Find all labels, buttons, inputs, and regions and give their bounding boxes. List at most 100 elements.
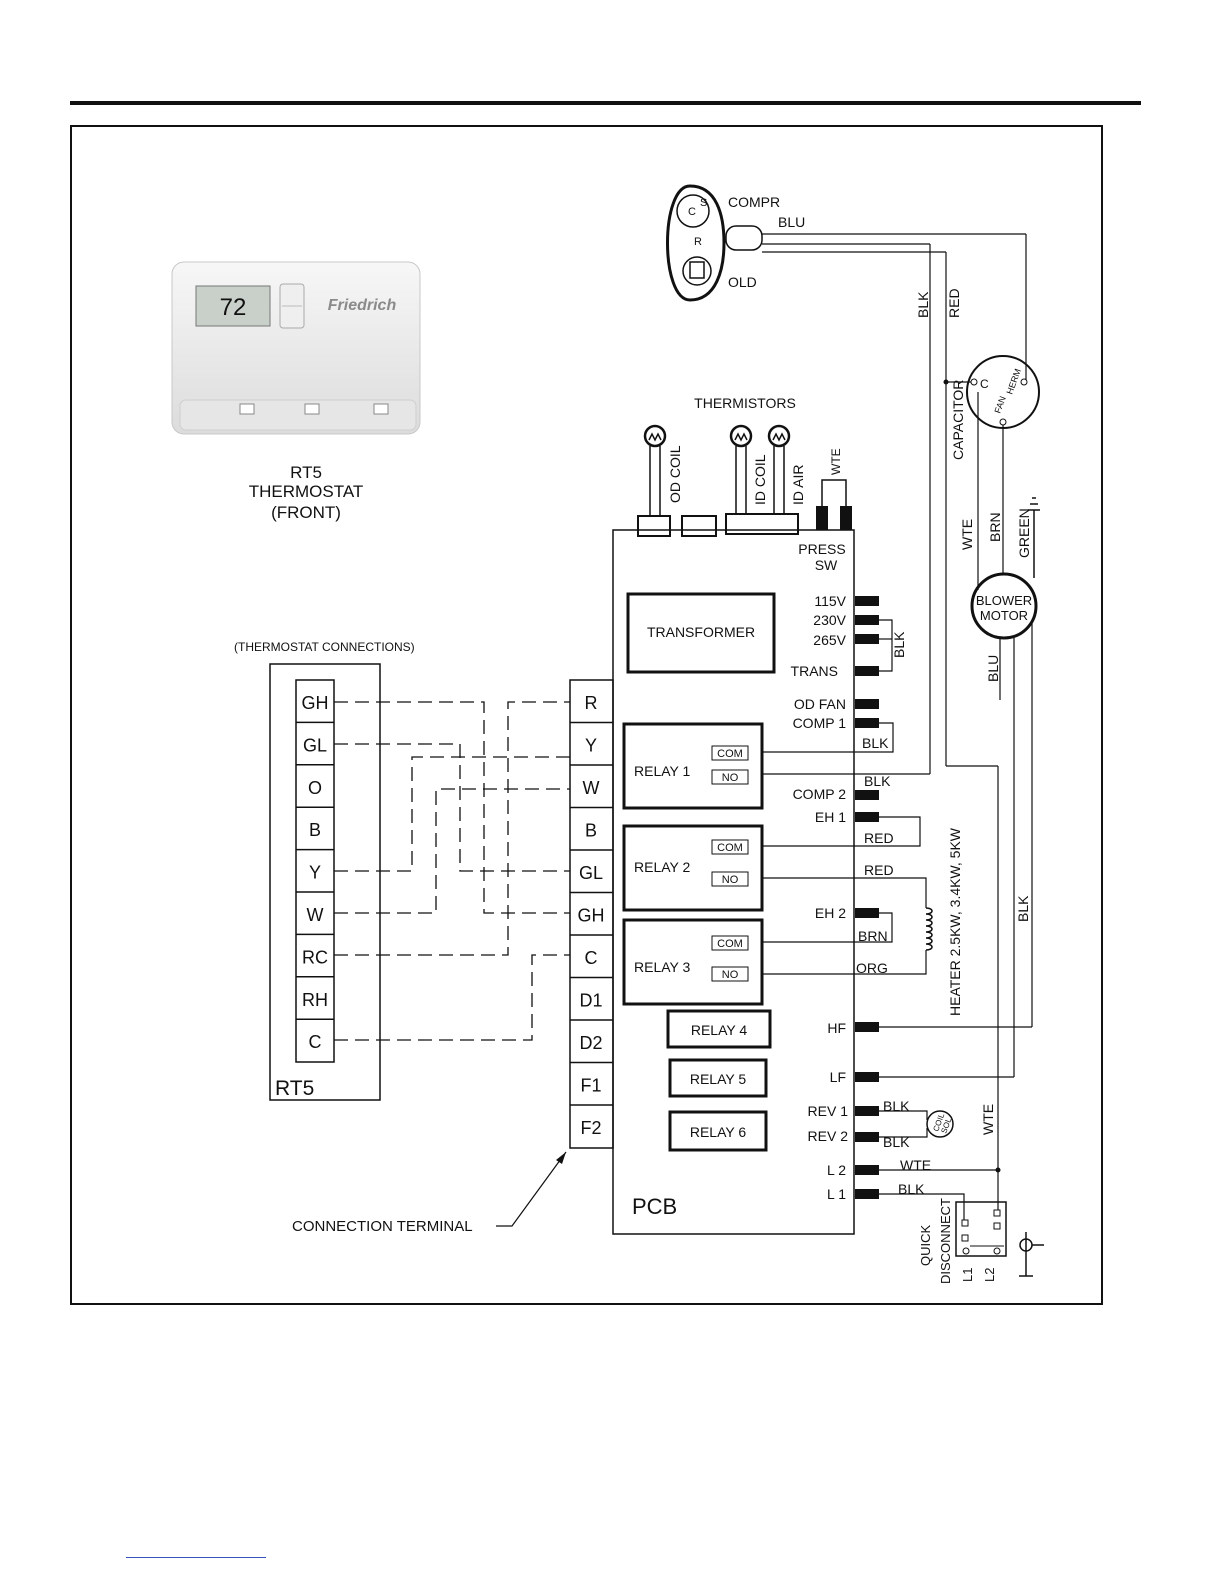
relay-6: RELAY 6: [668, 1110, 768, 1152]
pin-265v-label: 265V: [813, 632, 846, 648]
pin-trans-label: TRANS: [791, 663, 838, 679]
power-wiring: [496, 233, 1033, 1227]
brand-logo: Friedrich: [328, 297, 397, 314]
pcb-pin-labels: PRESS SW 115V 230V 265V TRANS OD FAN COM…: [791, 541, 849, 1202]
pin-eh1-label: EH 1: [815, 809, 846, 825]
coil-solenoid: COIL SOL: [926, 1110, 954, 1138]
thermostat-switch-auto[interactable]: [373, 403, 389, 415]
junction-dot-l2: [995, 1167, 1001, 1173]
header-rule: [70, 101, 1141, 105]
compressor: C S R: [666, 184, 763, 302]
pin-115v: [855, 596, 879, 606]
thermostat-switch-fan[interactable]: [239, 403, 255, 415]
pcb-terminal-f2: F2: [580, 1118, 601, 1138]
relay-1-label: RELAY 1: [634, 763, 691, 779]
pcb-terminal-y: Y: [585, 736, 597, 756]
compressor-pin-r: R: [694, 236, 702, 248]
quick-disconnect: [955, 1201, 1007, 1257]
wire-blk-trans: BLK: [891, 631, 907, 658]
relay-3-no: NO: [722, 969, 739, 981]
heater-coil: [925, 907, 933, 951]
pin-l1-label: L 1: [827, 1186, 846, 1202]
ground-symbol-bottom: [1019, 1232, 1044, 1277]
press-sw-label-1: PRESS: [798, 541, 845, 557]
pcb-terminal-r: R: [585, 693, 598, 713]
pcb-label: PCB: [632, 1194, 677, 1219]
quick-disconnect-label-1: QUICK: [918, 1225, 933, 1267]
thermistors-title: THERMISTORS: [694, 395, 796, 411]
pcb-terminal-gl: GL: [579, 863, 603, 883]
quick-disconnect-label-2: DISCONNECT: [938, 1198, 953, 1284]
relay-2-label: RELAY 2: [634, 859, 691, 875]
press-sw-pin-2: [840, 506, 852, 530]
thermostat-title-2: THERMOSTAT: [249, 482, 364, 501]
od-coil-thermistor: [643, 424, 667, 448]
id-coil-thermistor: [729, 424, 753, 448]
pin-l2: [855, 1165, 879, 1175]
od-coil-label: OD COIL: [667, 445, 683, 503]
pin-od-fan-label: OD FAN: [794, 696, 846, 712]
thermostat-switch-mode[interactable]: [304, 403, 320, 415]
pin-eh2: [855, 908, 879, 918]
pin-comp2-label: COMP 2: [793, 786, 847, 802]
wire-org-relay3: ORG: [856, 960, 888, 976]
relay-3-label: RELAY 3: [634, 959, 691, 975]
capacitor-label: CAPACITOR: [950, 380, 966, 460]
pcb-terminal-d2: D2: [579, 1033, 602, 1053]
relay-1-com: COM: [717, 748, 743, 760]
id-air-label: ID AIR: [790, 465, 806, 505]
relay-2-no: NO: [722, 874, 739, 886]
relay-5-label: RELAY 5: [690, 1071, 747, 1087]
rt5-terminal-c: C: [309, 1032, 322, 1052]
pin-rev1: [855, 1106, 879, 1116]
rt5-terminal-rc: RC: [302, 947, 328, 967]
pin-rev2: [855, 1132, 879, 1142]
connection-terminal-label: CONNECTION TERMINAL: [292, 1218, 473, 1235]
relay-4-label: RELAY 4: [691, 1022, 748, 1038]
wire-brn-eh2: BRN: [858, 928, 888, 944]
blower-motor: BLOWER MOTOR: [970, 572, 1038, 640]
heater-label: HEATER 2.5KW, 3.4KW, 5KW: [947, 827, 963, 1016]
relay-5: RELAY 5: [668, 1058, 768, 1098]
rt5-terminal-b: B: [309, 820, 321, 840]
id-sensor-connector: [725, 513, 799, 535]
wire-red-relay2: RED: [864, 862, 894, 878]
wire-blk-comp1: BLK: [862, 735, 889, 751]
pin-230v-label: 230V: [813, 612, 846, 628]
rt5-block-label: RT5: [275, 1077, 314, 1100]
blower-label-2: MOTOR: [980, 608, 1028, 623]
pin-230v: [855, 615, 879, 625]
wire-blk-rev1: BLK: [883, 1098, 910, 1114]
pin-l1: [855, 1189, 879, 1199]
wire-blu-lf: BLU: [985, 655, 1001, 682]
blower-label-1: BLOWER: [976, 593, 1032, 608]
pcb-terminal-c: C: [585, 948, 598, 968]
rt5-terminal-w: W: [307, 905, 324, 925]
pin-lf: [855, 1072, 879, 1082]
wire-green-ground: GREEN: [1016, 508, 1032, 558]
relay-1: RELAY 1 COM NO: [622, 722, 764, 810]
wire-red-eh1: RED: [864, 830, 894, 846]
diagram-frame: [70, 125, 1103, 1305]
pin-265v: [855, 634, 879, 644]
pin-trans: [855, 666, 879, 676]
capacitor-fan-label: FAN: [992, 395, 1007, 415]
od-coil-connector: [637, 515, 671, 537]
compressor-pin-c: C: [688, 206, 696, 218]
pin-hf-label: HF: [827, 1020, 846, 1036]
wire-blk-compr: BLK: [915, 291, 931, 318]
pin-comp2: [855, 790, 879, 800]
relay-2: RELAY 2 COM NO: [622, 824, 764, 912]
relay-1-no: NO: [722, 772, 739, 784]
pcb-pin-blocks: [855, 596, 879, 1199]
rt5-terminal-rh: RH: [302, 990, 328, 1010]
pcb-terminal-w: W: [583, 778, 600, 798]
press-sw-label-2: SW: [815, 557, 838, 573]
wire-wte-l2: WTE: [900, 1157, 931, 1173]
rt5-block: [269, 663, 381, 1101]
transformer-label: TRANSFORMER: [647, 624, 755, 640]
pcb-terminal-f1: F1: [580, 1076, 601, 1096]
quick-disconnect-l1: L1: [960, 1268, 975, 1282]
